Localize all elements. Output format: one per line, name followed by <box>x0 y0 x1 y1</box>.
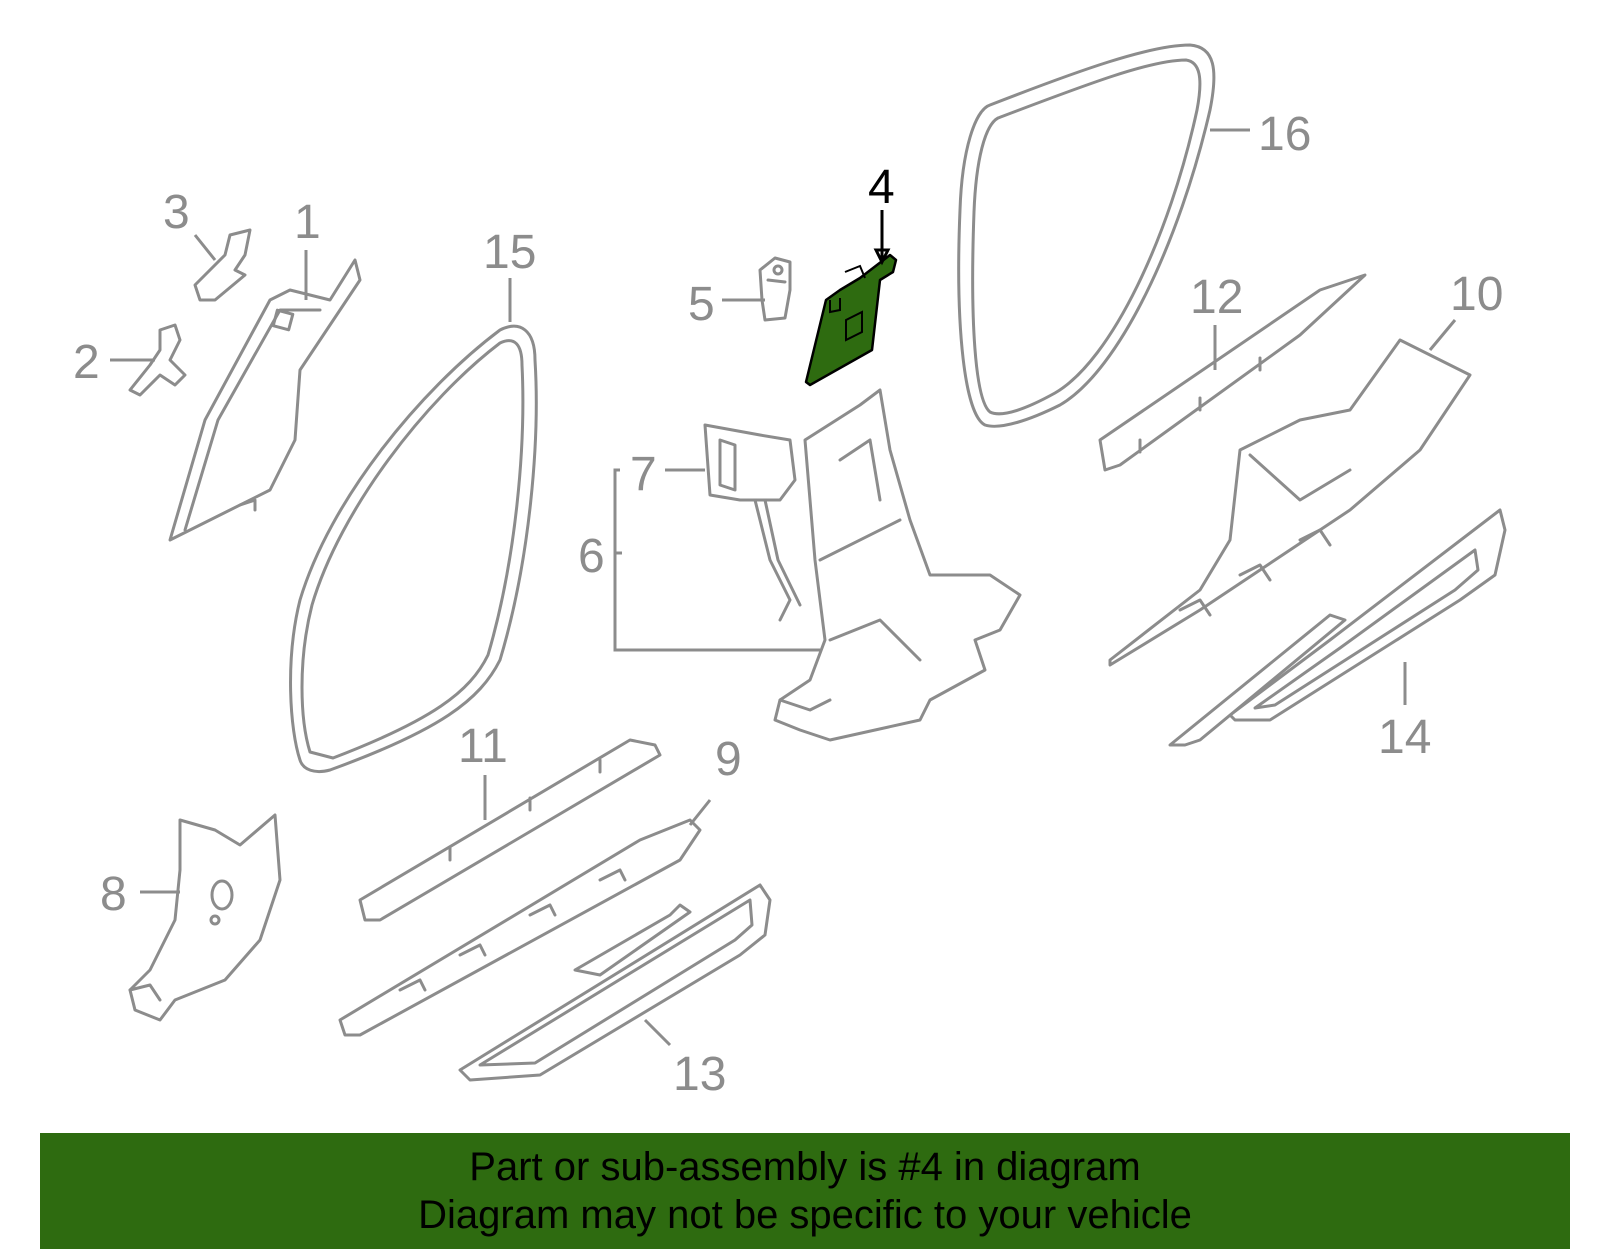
callout-13[interactable]: 13 <box>673 1048 726 1101</box>
part-1-pillar-trim[interactable] <box>168 258 362 542</box>
part-6-pillar-lower[interactable] <box>773 388 1022 742</box>
leader-13 <box>643 1018 672 1047</box>
info-banner: Part or sub-assembly is #4 in diagram Di… <box>40 1133 1570 1249</box>
part-8-front-trim[interactable] <box>128 813 282 1022</box>
part-16-door-seal[interactable] <box>957 43 1216 428</box>
leader-9 <box>688 799 712 826</box>
part-13-sill-plate[interactable] <box>458 883 772 1082</box>
callout-9[interactable]: 9 <box>715 733 742 786</box>
parts-diagram: 1 2 3 4 5 6 7 8 9 10 11 12 13 14 15 16 <box>73 43 1507 1101</box>
callout-11[interactable]: 11 <box>458 720 508 773</box>
part-2-clip[interactable] <box>128 323 187 397</box>
banner-line-2: Diagram may not be specific to your vehi… <box>418 1193 1192 1237</box>
callout-6[interactable]: 6 <box>578 530 605 583</box>
callout-5[interactable]: 5 <box>688 278 715 331</box>
part-11-sill-trim[interactable] <box>358 738 662 922</box>
part-10-rear-trim[interactable] <box>1108 338 1472 667</box>
callout-15[interactable]: 15 <box>483 226 536 279</box>
callout-3[interactable]: 3 <box>163 186 190 239</box>
callout-14[interactable]: 14 <box>1378 711 1431 764</box>
callout-1[interactable]: 1 <box>294 196 321 249</box>
callout-4[interactable]: 4 <box>868 161 895 214</box>
callout-12[interactable]: 12 <box>1190 271 1243 324</box>
banner-line-1: Part or sub-assembly is #4 in diagram <box>469 1145 1141 1189</box>
leader-10 <box>1428 319 1457 351</box>
callout-10[interactable]: 10 <box>1450 268 1503 321</box>
callout-2[interactable]: 2 <box>73 336 100 389</box>
part-9-sill-panel[interactable] <box>338 818 702 1037</box>
part-5-bracket[interactable] <box>758 256 792 322</box>
leader-6 <box>613 468 820 652</box>
part-3-clip[interactable] <box>193 228 252 302</box>
callout-16[interactable]: 16 <box>1258 108 1311 161</box>
part-14-sill-plate[interactable] <box>1168 508 1507 747</box>
part-15-door-seal[interactable] <box>289 324 538 774</box>
callout-8[interactable]: 8 <box>100 868 127 921</box>
callout-7[interactable]: 7 <box>630 448 657 501</box>
part-12-trim-strip[interactable] <box>1098 273 1367 472</box>
part-7-belt-guide[interactable] <box>703 423 802 622</box>
leader-4-arrowhead <box>873 248 891 266</box>
part-4-highlighted[interactable] <box>804 253 898 387</box>
leader-3 <box>193 234 217 261</box>
